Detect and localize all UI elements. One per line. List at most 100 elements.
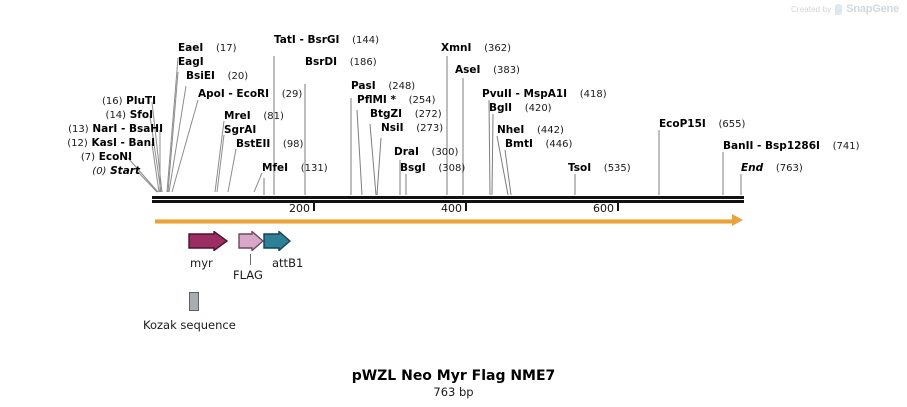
site-pos-start: (0)	[92, 166, 107, 177]
sequence-backbone-bottom-strand[interactable]	[152, 200, 744, 203]
site-name-banii: BanII - Bsp1286I	[723, 140, 820, 152]
feature-label-kozak-sequence: Kozak sequence	[143, 318, 236, 332]
leader-kasi	[151, 143, 160, 193]
site-pos-drai: (300)	[431, 147, 459, 158]
ruler-tick-600	[617, 203, 619, 211]
site-pos-apoi: (29)	[281, 89, 303, 100]
site-label-pvuii[interactable]: PvuII - MspA1I (418)	[482, 88, 607, 101]
site-name-drai: DraI	[394, 146, 419, 158]
leader-vert-bgli	[491, 113, 494, 196]
site-label-bsrdi[interactable]: BsrDI (186)	[305, 56, 377, 69]
feature-box-kozak-sequence[interactable]	[189, 292, 199, 311]
feature-arrow-flag[interactable]	[238, 231, 264, 251]
site-label-banii[interactable]: BanII - Bsp1286I (741)	[723, 140, 860, 153]
site-label-end[interactable]: End (763)	[741, 162, 803, 175]
leader-eagi	[167, 71, 179, 193]
site-name-bgli: BglI	[489, 102, 513, 114]
site-label-nsii[interactable]: NsiI (273)	[381, 122, 443, 135]
site-name-nhei: NheI	[497, 124, 525, 136]
site-label-xmni[interactable]: XmnI (362)	[441, 42, 511, 55]
site-label-pflmi[interactable]: PflMI * (254)	[357, 94, 436, 107]
orf-arrow-head-icon	[732, 214, 743, 226]
orf-arrow-shaft[interactable]	[155, 219, 733, 224]
site-pos-bgli: (420)	[524, 103, 552, 114]
ruler-tick-400	[465, 203, 467, 211]
leader-apoi	[171, 99, 199, 193]
site-label-eagi[interactable]: EagI	[178, 56, 204, 68]
site-name-pasi: PasI	[351, 80, 376, 92]
site-pos-banii: (741)	[832, 141, 860, 152]
site-pos-xmni: (362)	[484, 43, 511, 54]
site-label-bstxeii[interactable]: BstEII (98)	[236, 138, 303, 151]
site-name-bsiei: BsiEI	[186, 70, 215, 82]
site-name-pvuii: PvuII - MspA1I	[482, 88, 568, 100]
leader-sgrai	[216, 134, 225, 193]
site-label-econi[interactable]: (7) EcoNI	[0, 151, 132, 164]
site-label-start[interactable]: (0) Start	[0, 165, 140, 178]
site-label-tsoi[interactable]: TsoI (535)	[568, 162, 631, 175]
feature-arrow-attb1[interactable]	[263, 231, 291, 251]
site-label-kasi[interactable]: (12) KasI - BanI	[0, 137, 155, 150]
leader-mfei	[253, 172, 263, 193]
site-name-bstxeii: BstEII	[236, 138, 271, 150]
site-label-nari[interactable]: (13) NarI - BsaHI	[0, 123, 163, 136]
site-label-tati[interactable]: TatI - BsrGI (144)	[274, 34, 379, 47]
site-label-ecop15i[interactable]: EcoP15I (655)	[659, 118, 745, 131]
site-label-bgli[interactable]: BglI (420)	[489, 102, 552, 115]
site-pos-end: (763)	[775, 163, 803, 174]
site-name-end: End	[741, 162, 764, 174]
site-label-nhei[interactable]: NheI (442)	[497, 124, 564, 137]
site-pos-pluti: (16)	[101, 96, 123, 107]
site-pos-bstxeii: (98)	[282, 139, 304, 150]
site-label-mrei[interactable]: MreI (81)	[224, 110, 284, 123]
site-pos-tsoi: (535)	[603, 163, 631, 174]
plasmid-size-label: 763 bp	[433, 385, 474, 399]
site-label-pluti[interactable]: (16) PluTI	[0, 95, 156, 108]
site-name-pflmi: PflMI *	[357, 94, 396, 106]
site-pos-btgzi: (272)	[414, 109, 442, 120]
feature-label-flag: FLAG	[233, 268, 263, 282]
site-pos-asei: (383)	[493, 65, 520, 76]
site-label-pasi[interactable]: PasI (248)	[351, 80, 415, 93]
site-label-sfoi[interactable]: (14) SfoI	[0, 109, 153, 122]
site-name-nsii: NsiI	[381, 122, 404, 134]
site-label-mfei[interactable]: MfeI (131)	[262, 162, 328, 175]
feature-arrow-myr[interactable]	[188, 231, 228, 251]
leader-mrei	[214, 120, 225, 193]
site-name-bmti: BmtI	[505, 138, 533, 150]
site-name-mrei: MreI	[224, 110, 251, 122]
site-label-bsiei[interactable]: BsiEI (20)	[186, 70, 248, 83]
site-label-drai[interactable]: DraI (300)	[394, 146, 458, 159]
ruler-tick-label-600: 600	[593, 202, 614, 215]
leader-bsiei	[168, 85, 187, 193]
site-pos-mfei: (131)	[300, 163, 328, 174]
watermark-brand-label: SnapGene	[846, 3, 899, 15]
site-label-bmti[interactable]: BmtI (446)	[505, 138, 572, 151]
site-name-nari: NarI - BsaHI	[92, 123, 163, 135]
site-pos-pflmi: (254)	[408, 95, 436, 106]
site-name-apoi: ApoI - EcoRI	[198, 88, 270, 100]
site-name-bsgi: BsgI	[400, 162, 426, 174]
site-name-btgzi: BtgZI	[370, 108, 403, 120]
site-pos-kasi: (12)	[67, 138, 88, 149]
ruler-tick-200	[313, 203, 315, 211]
site-label-eaei[interactable]: EaeI (17)	[178, 42, 236, 55]
site-pos-nari: (13)	[68, 124, 89, 135]
sequence-backbone-top-strand[interactable]	[152, 196, 744, 199]
site-name-sfoi: SfoI	[129, 109, 153, 121]
site-label-asei[interactable]: AseI (383)	[455, 64, 520, 77]
site-label-apoi[interactable]: ApoI - EcoRI (29)	[198, 88, 302, 101]
site-pos-ecop15i: (655)	[718, 119, 746, 130]
site-name-kasi: KasI - BanI	[91, 137, 155, 149]
site-name-start: Start	[110, 165, 140, 177]
site-name-asei: AseI	[455, 64, 481, 76]
site-pos-pasi: (248)	[388, 81, 416, 92]
plasmid-title: pWZL Neo Myr Flag NME7	[351, 368, 556, 384]
site-name-econi: EcoNI	[98, 151, 132, 163]
site-label-sgrai[interactable]: SgrAI	[224, 124, 256, 136]
site-label-bsgi[interactable]: BsgI (308)	[400, 162, 465, 175]
feature-leader-flag	[250, 254, 251, 265]
site-pos-tati: (144)	[352, 35, 379, 46]
site-name-tsoi: TsoI	[568, 162, 592, 174]
site-label-btgzi[interactable]: BtgZI (272)	[370, 108, 442, 121]
